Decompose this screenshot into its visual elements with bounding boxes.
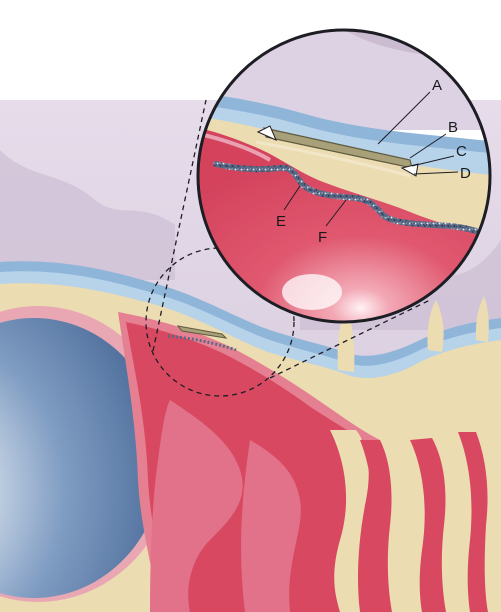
callout-label-e: E [276, 213, 286, 230]
callout-label-a: A [432, 77, 442, 94]
callout-label-c: C [456, 143, 467, 160]
cavity-highlight [282, 274, 342, 310]
callout-label-b: B [448, 119, 458, 136]
callout-label-f: F [318, 229, 327, 246]
callout-label-d: D [460, 165, 471, 182]
